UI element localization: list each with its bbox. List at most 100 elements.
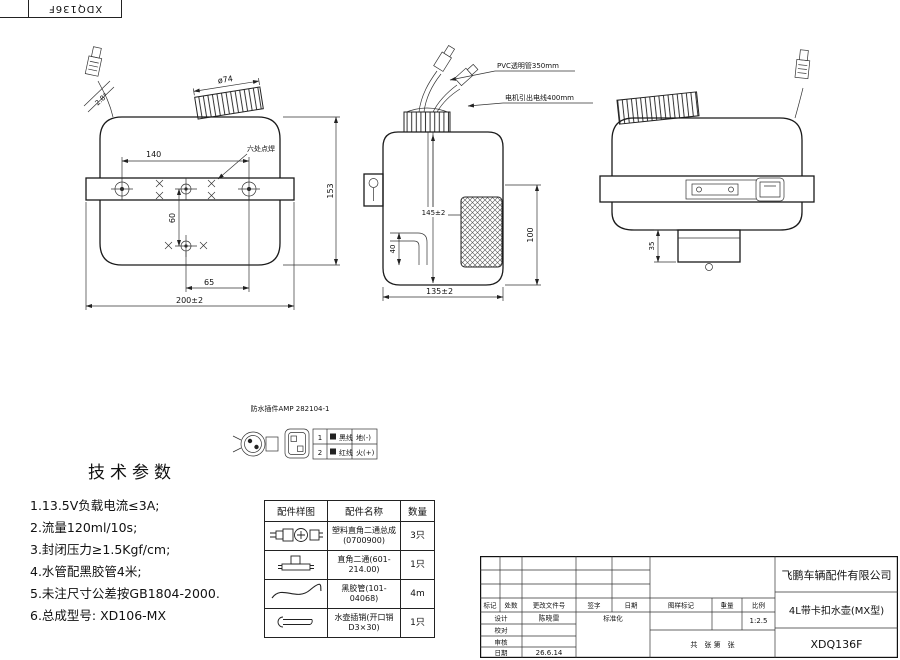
title-block: .t6{font-size:6.5px;} .t7{font-size:7px;… — [480, 556, 898, 658]
side-dim-100: 100 — [505, 184, 541, 286]
parts-header-qty: 数量 — [400, 500, 435, 522]
corner-stamp: XDQ136F — [0, 0, 122, 18]
part-qty: 4m — [400, 579, 435, 609]
tb-weight-label: 重量 — [721, 602, 735, 610]
dim-153-text: 153 — [326, 183, 335, 198]
parts-row: 直角二通(601-214.00) 1只 — [264, 550, 435, 580]
back-view: 35 — [599, 49, 815, 271]
part-sketch-elbow-assembly-icon — [270, 527, 323, 542]
part-sketch-pin — [264, 608, 328, 638]
tb-rev-docno: 更改文件号 — [533, 601, 566, 610]
part-name: 直角二通(601-214.00) — [327, 550, 401, 580]
weld-note-text: 六处点焊 — [247, 144, 275, 153]
tb-rev-mark: 标记 — [484, 601, 498, 610]
part-qty: 3只 — [400, 521, 435, 551]
parts-row: 黑胶管(101-04068) 4m — [264, 579, 435, 609]
side-cap — [403, 107, 451, 133]
wire-row-polarity: 地(-) — [356, 433, 371, 442]
back-mount-band — [599, 175, 815, 203]
front-weld-marks — [155, 179, 216, 250]
corner-stamp-empty-cell — [0, 0, 29, 17]
part-qty: 1只 — [400, 550, 435, 580]
part-name: 水壶插销(开口销D3×30) — [327, 608, 401, 638]
side-view: PVC透明管350mm 电机引出电线400mm 145±2 100 40 — [363, 44, 593, 301]
back-cap — [616, 91, 700, 125]
front-wire: 2.8° — [83, 46, 115, 118]
tb-audit-label: 审核 — [495, 638, 509, 647]
wire-swatch-red — [330, 448, 336, 455]
side-pump — [460, 196, 503, 268]
drawing-views: .tk{fill:none;stroke:#1a1a1a;stroke-widt… — [83, 44, 815, 460]
wire-swatch-black — [330, 433, 336, 440]
tech-param-item: 1.13.5V负载电流≤3A; — [30, 498, 160, 513]
tech-param-item: 6.总成型号: XD106-MX — [30, 608, 167, 623]
tb-scale-value: 1:2.5 — [750, 617, 768, 625]
tb-date-value: 26.6.14 — [536, 649, 563, 657]
front-dim-65: 65 — [185, 196, 250, 292]
dim-35-text: 35 — [648, 242, 656, 251]
side-label-pvc: PVC透明管350mm — [449, 61, 575, 81]
part-name: 塑料直角二通总成(0700900) — [327, 521, 401, 551]
side-dim-145: 145±2 — [419, 134, 448, 284]
parts-header-sketch: 配件样图 — [264, 500, 328, 522]
tb-drawing-no: XDQ136F — [811, 638, 863, 651]
part-sketch-elbow-assembly — [264, 521, 328, 551]
tech-params: 技术参数 1.13.5V负载电流≤3A; 2.流量120ml/10s; 3.封闭… — [30, 458, 270, 627]
parts-row: 塑料直角二通总成(0700900) 3只 — [264, 521, 435, 551]
dim-135-text: 135±2 — [426, 287, 453, 296]
motor-wire-connector — [454, 63, 479, 87]
dim-cap-diameter: ø74 — [217, 74, 233, 85]
wire-row-polarity: 火(+) — [356, 449, 375, 457]
back-latch — [685, 177, 785, 202]
dim-60-text: 60 — [168, 213, 177, 223]
tech-param-item: 3.封闭压力≥1.5Kgf/cm; — [30, 542, 171, 557]
part-sketch-elbow — [264, 550, 328, 580]
parts-row: 水壶插销(开口销D3×30) 1只 — [264, 608, 435, 638]
tb-date-label: 日期 — [495, 649, 509, 657]
dim-100-text: 100 — [526, 227, 535, 242]
front-body-lower — [99, 200, 281, 266]
front-wire-connector — [84, 46, 103, 77]
tb-mark-label: 图样标记 — [668, 601, 695, 610]
dim-140-text: 140 — [146, 150, 161, 159]
tb-design-label: 设计 — [495, 614, 509, 623]
tb-designer-name: 陈晓雷 — [539, 614, 560, 623]
front-dim-153: 153 — [283, 116, 340, 266]
wire-row-name: 红线 — [339, 448, 353, 457]
tb-product: 4L带卡扣水壶(MX型) — [789, 604, 884, 617]
parts-header-name: 配件名称 — [327, 500, 401, 522]
dim-40-text: 40 — [389, 245, 397, 254]
tb-standard-label: 标准化 — [603, 614, 623, 623]
round-connector-icon — [232, 431, 279, 457]
tb-rev-sign: 签字 — [588, 601, 602, 610]
part-qty: 1只 — [400, 608, 435, 638]
title-block-grid — [480, 556, 898, 658]
tb-rev-count: 处数 — [505, 601, 519, 610]
connector-detail: 防水插件AMP 282104-1 1 黑线 地(-) — [232, 404, 378, 460]
wire-row-name: 黑线 — [339, 433, 353, 442]
pvc-tube-connector — [433, 44, 456, 72]
side-body — [382, 131, 504, 286]
back-wire-connector — [794, 49, 811, 80]
side-dim-135: 135±2 — [382, 287, 504, 301]
side-dim-40: 40 — [389, 232, 402, 266]
motor-wire-label: 电机引出电线400mm — [505, 93, 574, 102]
connector-title: 防水插件AMP 282104-1 — [251, 404, 330, 413]
front-weld-note: 六处点焊 — [217, 144, 275, 180]
dim-145-text: 145±2 — [422, 209, 446, 217]
back-body-upper — [611, 117, 803, 176]
tech-param-item: 5.未注尺寸公差按GB1804-2000. — [30, 586, 220, 601]
side-label-motor: 电机引出电线400mm — [467, 93, 593, 108]
tb-scale-label: 比例 — [752, 601, 765, 610]
wire-row-no: 2 — [318, 449, 322, 457]
tb-rev-date: 日期 — [625, 602, 639, 610]
dim-65-text: 65 — [204, 278, 214, 287]
front-dim-140: 140 — [121, 150, 250, 179]
part-name: 黑胶管(101-04068) — [327, 579, 401, 609]
wiring-table: 1 黑线 地(-) 2 红线 火(+) — [312, 428, 378, 460]
front-dim-60: 60 — [168, 188, 182, 247]
tech-param-item: 2.流量120ml/10s; — [30, 520, 138, 535]
part-sketch-elbow-icon — [278, 555, 314, 571]
back-dim-35: 35 — [648, 229, 676, 263]
back-body-lower — [611, 202, 803, 231]
